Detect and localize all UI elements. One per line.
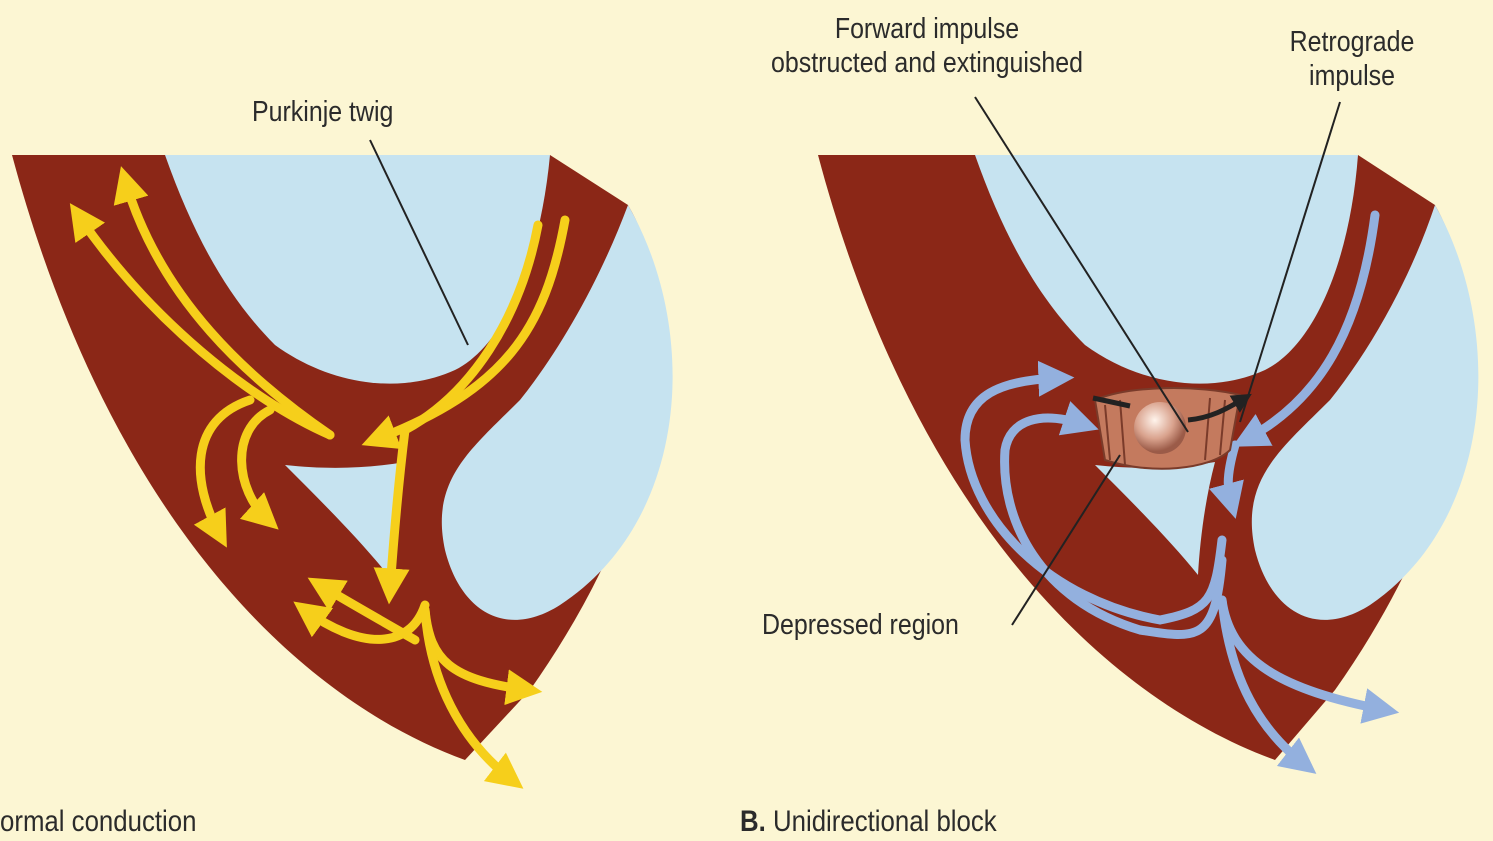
retrograde-line1: Retrograde [1275,25,1430,59]
panel-a-title-text: ormal conduction [0,805,196,838]
forward-impulse-line1: Forward impulse [751,12,1104,46]
depressed-region-ball [1134,402,1186,454]
panel-b-title-text: Unidirectional block [773,805,997,838]
purkinje-twig-label: Purkinje twig [252,95,393,129]
panel-b-unidirectional-block [818,97,1478,765]
forward-impulse-label: Forward impulse obstructed and extinguis… [751,12,1104,80]
panel-b-letter: B. [740,805,766,838]
forward-impulse-line2: obstructed and extinguished [751,46,1104,80]
retrograde-impulse-label: Retrograde impulse [1275,25,1430,93]
retrograde-line2: impulse [1275,59,1430,93]
depressed-region-label: Depressed region [762,608,959,642]
depressed-region [1093,388,1245,469]
panel-a-normal-conduction [12,140,673,780]
panel-b-title: B. Unidirectional block [740,805,997,839]
panel-a-title: ormal conduction [0,805,196,839]
